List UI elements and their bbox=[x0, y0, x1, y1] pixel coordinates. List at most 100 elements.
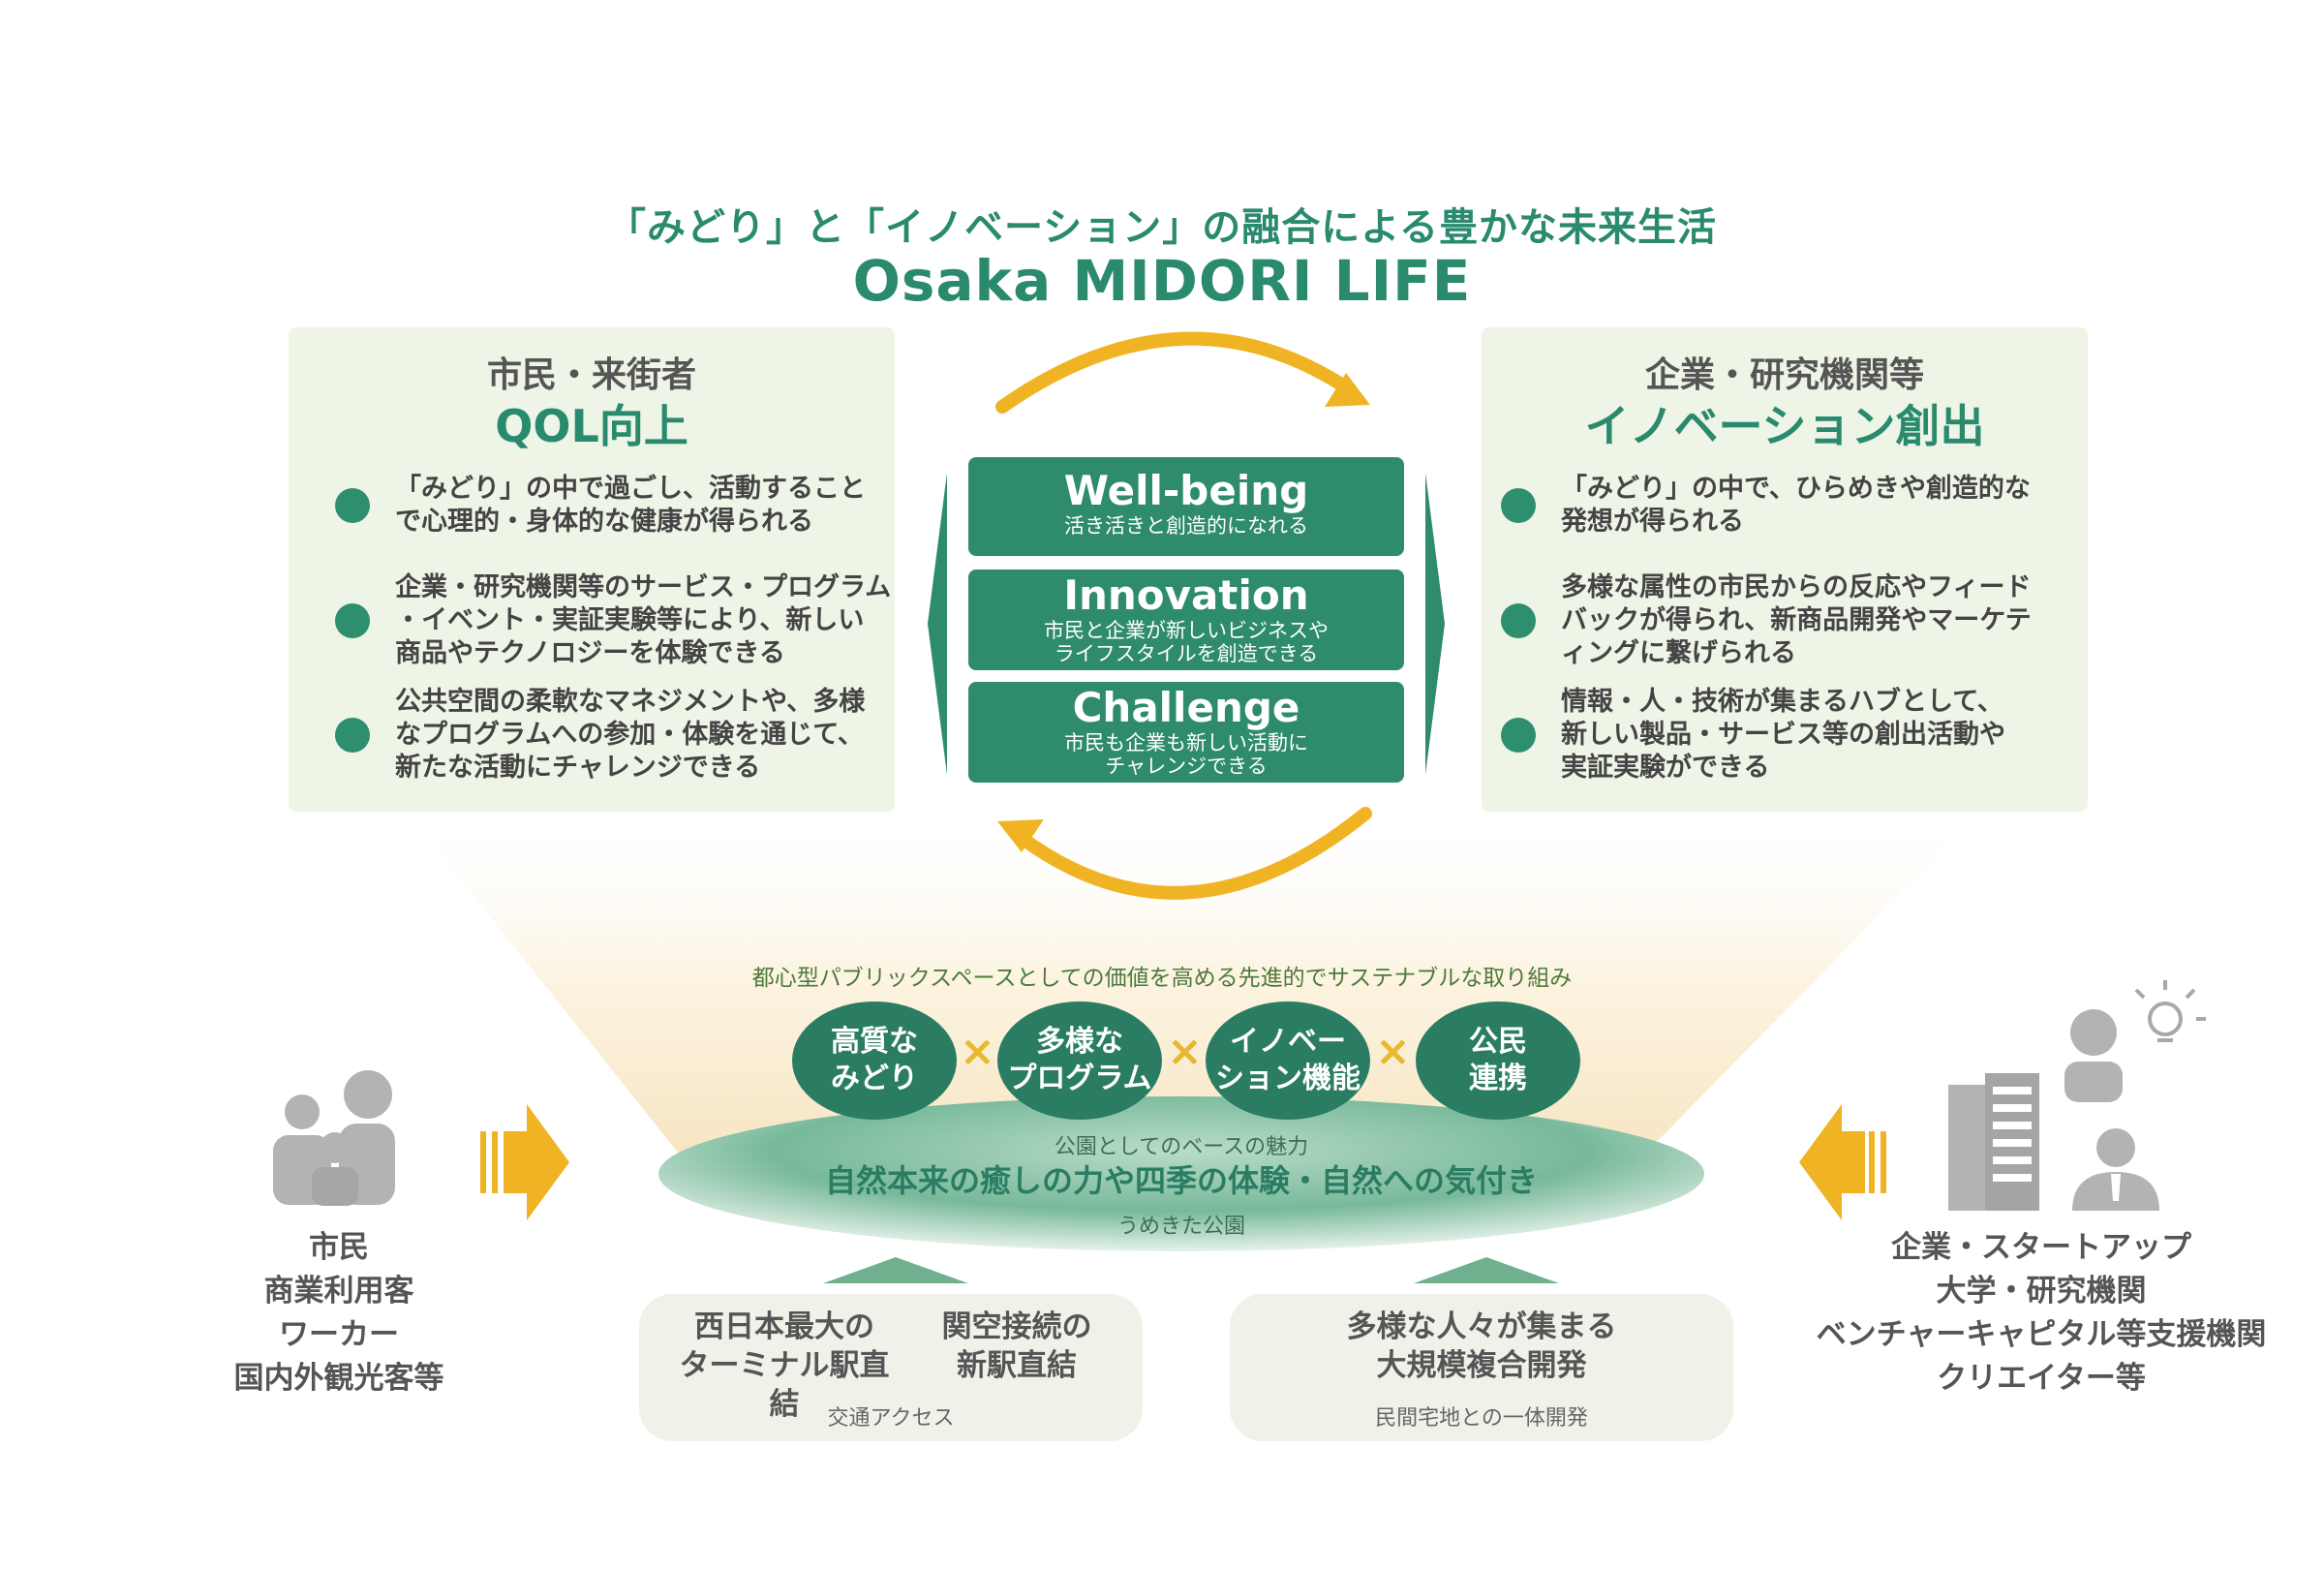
bullet-line: 多様な属性の市民からの反応やフィード bbox=[1561, 572, 2032, 602]
bullet-line: 実証実験ができる bbox=[1561, 753, 1770, 783]
bullet-dot-icon bbox=[1501, 718, 1536, 753]
circle-label: 公民 bbox=[1469, 1025, 1527, 1059]
park-headline: 自然本来の癒しの力や四季の体験・自然への気付き bbox=[824, 1162, 1538, 1199]
circle-label: 連携 bbox=[1469, 1062, 1527, 1095]
bullet-line: で心理的・身体的な健康が得られる bbox=[395, 507, 813, 537]
cycle-arrow-bottom-icon bbox=[1015, 807, 1372, 900]
bullet-line: 新しい製品・サービス等の創出活動や bbox=[1561, 720, 2005, 750]
circle-high-quality-green: 高質なみどり bbox=[792, 1001, 957, 1120]
times-symbol: × bbox=[1375, 1027, 1411, 1076]
stakeholder-label: 国内外観光客等 bbox=[233, 1361, 444, 1396]
stakeholder-label: 大学・研究機関 bbox=[1936, 1274, 2147, 1309]
challenge-box: Challenge 市民も企業も新しい活動に チャレンジできる bbox=[968, 682, 1404, 783]
lightbulb-icon bbox=[2134, 980, 2206, 1042]
arrowhead-bottom-icon bbox=[997, 819, 1044, 852]
stakeholder-label: 企業・スタートアップ bbox=[1891, 1230, 2191, 1265]
arrow-left-icon bbox=[1799, 1104, 1886, 1220]
family-icon bbox=[273, 1070, 395, 1206]
times-symbol: × bbox=[1167, 1027, 1203, 1076]
challenge-caption-line: チャレンジできる bbox=[1105, 755, 1268, 778]
arrowhead-top-icon bbox=[1325, 373, 1370, 407]
bullet-line: ・イベント・実証実験等により、新しい bbox=[395, 605, 865, 635]
right-bullet-item: 情報・人・技術が集まるハブとして、 新しい製品・サービス等の創出活動や 実証実験… bbox=[1501, 686, 2005, 785]
bullet-line: なプログラムへの参加・体験を通じて、 bbox=[395, 720, 864, 750]
thinking-person-icon bbox=[2064, 1009, 2123, 1102]
left-bullet-item: 「みどり」の中で過ごし、活動すること で心理的・身体的な健康が得られる bbox=[335, 473, 866, 539]
bullet-line: 公共空間の柔軟なマネジメントや、多様 bbox=[395, 687, 866, 717]
left-panel-heading: 市民・来街者 bbox=[486, 355, 696, 395]
left-panel: 市民・来街者 QOL向上 「みどり」の中で過ごし、活動すること で心理的・身体的… bbox=[289, 327, 895, 812]
wellbeing-title: Well-being bbox=[1063, 467, 1309, 514]
stakeholder-label: 市民 bbox=[309, 1230, 369, 1265]
innovation-box: Innovation 市民と企業が新しいビジネスや ライフスタイルを創造できる bbox=[968, 570, 1404, 670]
business-person-icon bbox=[2072, 1128, 2159, 1211]
bullet-dot-icon bbox=[1501, 488, 1536, 523]
bullet-line: 新たな活動にチャレンジできる bbox=[395, 753, 761, 783]
circle-public-private: 公民連携 bbox=[1416, 1001, 1580, 1120]
bullet-line: 情報・人・技術が集まるハブとして、 bbox=[1561, 687, 2003, 717]
left-panel-title: QOL向上 bbox=[495, 400, 688, 452]
up-pointer-left-icon bbox=[823, 1257, 968, 1283]
circle-label: イノベー bbox=[1230, 1025, 1346, 1059]
left-bullet-item: 企業・研究機関等のサービス・プログラム ・イベント・実証実験等により、新しい 商… bbox=[335, 571, 891, 670]
access-left-line: 西日本最大の bbox=[694, 1309, 874, 1344]
park-name: うめきた公園 bbox=[1116, 1215, 1245, 1239]
right-panel-title: イノベーション創出 bbox=[1584, 400, 1985, 452]
bullet-line: 「みどり」の中で、ひらめきや創造的な bbox=[1561, 474, 2031, 504]
access-left-label: 西日本最大の ターミナル駅直結 bbox=[678, 1308, 891, 1424]
bullet-line: 「みどり」の中で過ごし、活動すること bbox=[395, 474, 866, 504]
page-title: Osaka MIDORI LIFE bbox=[852, 248, 1472, 314]
times-symbol: × bbox=[960, 1027, 995, 1076]
bullet-line: 発想が得られる bbox=[1561, 507, 1744, 537]
circle-label: 高質な bbox=[831, 1025, 918, 1059]
circle-label: ション機能 bbox=[1215, 1062, 1361, 1095]
business-stakeholders: 企業・スタートアップ 大学・研究機関 ベンチャーキャピタル等支援機関 クリエイタ… bbox=[1799, 1226, 2283, 1401]
wellbeing-box: Well-being 活き活きと創造的になれる bbox=[968, 457, 1404, 556]
development-line: 大規模複合開発 bbox=[1376, 1348, 1587, 1383]
access-right-line: 関空接続の bbox=[941, 1309, 1092, 1344]
arrow-right-icon bbox=[480, 1104, 569, 1220]
bullet-line: 企業・研究機関等のサービス・プログラム bbox=[395, 572, 892, 602]
innovation-caption-line: ライフスタイルを創造できる bbox=[1054, 642, 1319, 665]
access-box: 西日本最大の ターミナル駅直結 関空接続の 新駅直結 交通アクセス bbox=[639, 1294, 1143, 1441]
bullet-dot-icon bbox=[335, 718, 370, 753]
circle-label: みどり bbox=[831, 1062, 918, 1095]
circle-label: プログラム bbox=[1007, 1062, 1152, 1095]
bullet-dot-icon bbox=[1501, 603, 1536, 638]
right-panel: 企業・研究機関等 イノベーション創出 「みどり」の中で、ひらめきや創造的な 発想… bbox=[1482, 327, 2088, 812]
wellbeing-caption: 活き活きと創造的になれる bbox=[1064, 514, 1308, 538]
bullet-line: ィングに繋げられる bbox=[1561, 638, 1796, 668]
right-pointer-icon bbox=[1425, 473, 1445, 775]
access-right-line: 新駅直結 bbox=[957, 1348, 1077, 1383]
left-pointer-icon bbox=[928, 473, 947, 775]
park-ellipse bbox=[658, 1096, 1704, 1251]
development-line: 多様な人々が集まる bbox=[1346, 1309, 1617, 1344]
innovation-caption-line: 市民と企業が新しいビジネスや bbox=[1044, 619, 1329, 642]
cycle-arrow-top-icon bbox=[995, 331, 1353, 414]
access-left-line: ターミナル駅直結 bbox=[679, 1348, 890, 1422]
right-bullet-item: 多様な属性の市民からの反応やフィード バックが得られ、新商品開発やマーケテ ィン… bbox=[1501, 571, 2032, 670]
development-caption: 民間宅地との一体開発 bbox=[1375, 1406, 1588, 1431]
park-caption: 公園としてのベースの魅力 bbox=[1054, 1135, 1309, 1159]
up-pointer-right-icon bbox=[1414, 1257, 1559, 1283]
left-bullet-item: 公共空間の柔軟なマネジメントや、多様 なプログラムへの参加・体験を通じて、 新た… bbox=[335, 686, 865, 785]
challenge-title: Challenge bbox=[1072, 684, 1300, 731]
building-icon bbox=[1948, 1073, 2039, 1211]
initiatives-caption: 都心型パブリックスペースとしての価値を高める先進的でサステナブルな取り組み bbox=[751, 966, 1573, 991]
right-panel-heading: 企業・研究機関等 bbox=[1644, 355, 1924, 395]
stakeholder-label: ワーカー bbox=[279, 1317, 399, 1352]
access-caption: 交通アクセス bbox=[827, 1406, 955, 1431]
circle-diverse-programs: 多様なプログラム bbox=[997, 1001, 1162, 1120]
citizen-stakeholders: 市民 商業利用客 ワーカー 国内外観光客等 bbox=[213, 1226, 465, 1401]
bullet-dot-icon bbox=[335, 488, 370, 523]
stakeholder-label: ベンチャーキャピタル等支援機関 bbox=[1816, 1317, 2267, 1352]
right-bullet-item: 「みどり」の中で、ひらめきや創造的な 発想が得られる bbox=[1501, 473, 2031, 539]
stakeholder-label: クリエイター等 bbox=[1937, 1361, 2146, 1396]
development-box: 多様な人々が集まる 大規模複合開発 民間宅地との一体開発 bbox=[1230, 1294, 1733, 1441]
bullet-dot-icon bbox=[335, 603, 370, 638]
stakeholder-label: 商業利用客 bbox=[263, 1274, 414, 1309]
challenge-caption-line: 市民も企業も新しい活動に bbox=[1064, 731, 1308, 755]
